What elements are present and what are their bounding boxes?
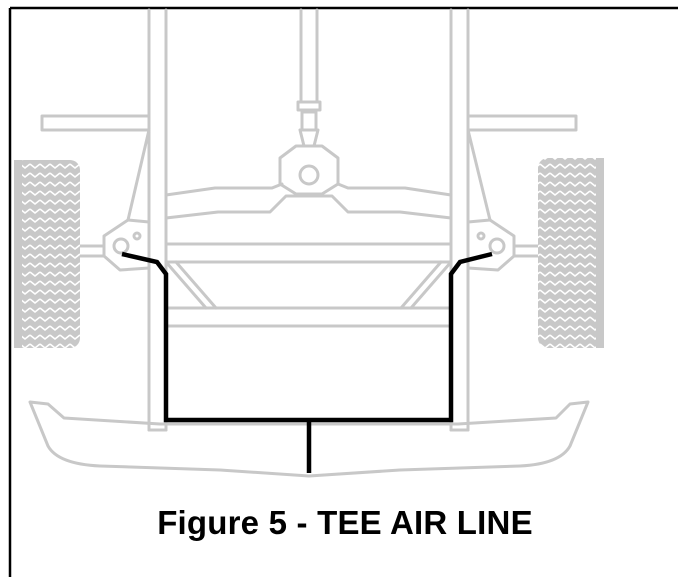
right-fender [466, 114, 578, 132]
left-frame-rail [147, 8, 168, 432]
rear-bumper [28, 400, 590, 478]
figure-caption: Figure 5 - TEE AIR LINE [157, 504, 533, 541]
diagonal-braces [164, 260, 453, 310]
tire-icon [14, 160, 80, 348]
axle-beam [164, 242, 453, 264]
right-axle-bracket [466, 128, 516, 272]
hitch-icon [278, 128, 340, 196]
tire-icon [538, 158, 604, 348]
left-fender [40, 114, 151, 132]
left-axle-bracket [102, 128, 151, 272]
tee-air-line [121, 251, 493, 473]
lower-crossmember [164, 306, 453, 328]
center-rod [296, 8, 322, 132]
right-frame-rail [449, 8, 470, 432]
upper-crossmember [164, 182, 453, 220]
